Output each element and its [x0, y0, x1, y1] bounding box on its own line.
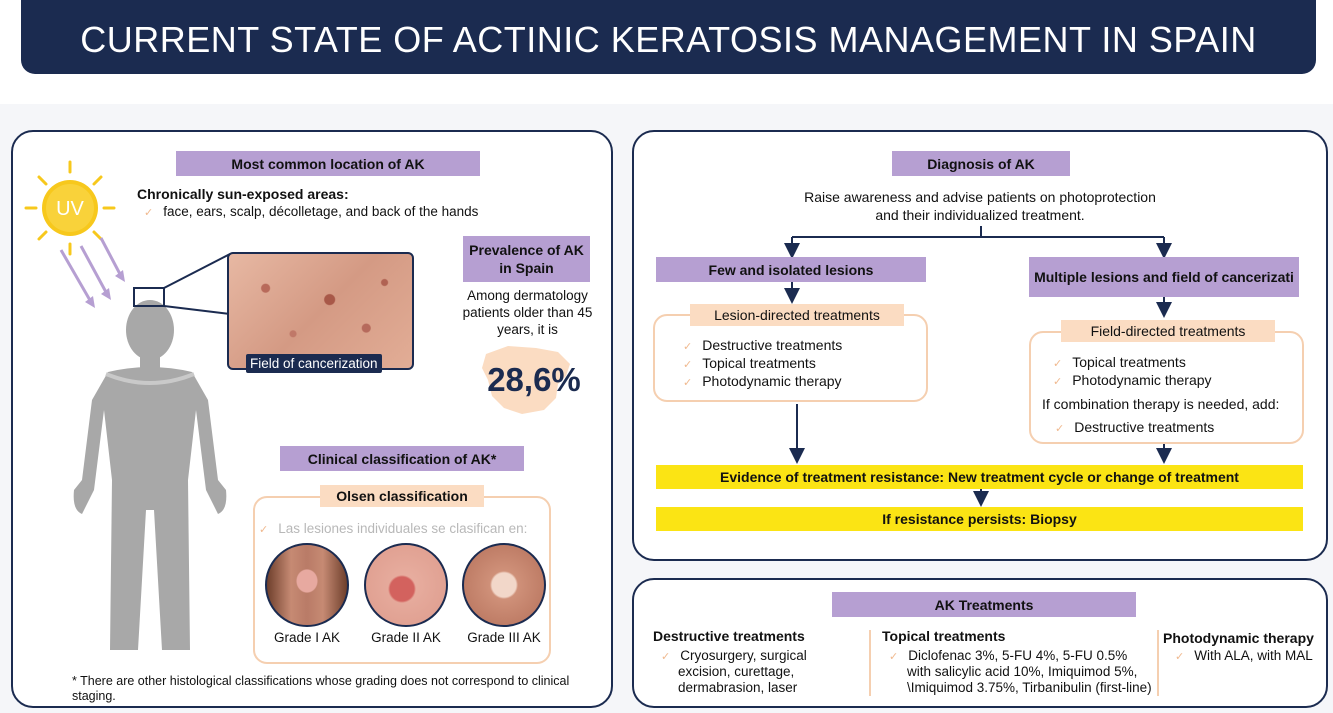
- classification-header-text: Clinical classification of AK*: [307, 450, 497, 467]
- few-item-3: ✓ Photodynamic therapy: [683, 372, 842, 392]
- diagnosis-intro-2: and their individualized treatment.: [875, 207, 1085, 223]
- topical-line-1: ✓ Diclofenac 3%, 5-FU 4%, 5-FU 0.5%: [889, 647, 1127, 666]
- flow-connectors: [784, 226, 1172, 507]
- field-directed-box: [1029, 331, 1304, 444]
- check-icon: ✓: [1055, 423, 1065, 435]
- destructive-line-2: excision, curettage,: [678, 664, 795, 679]
- divider-2: [1157, 630, 1159, 696]
- grade-1-photo: [265, 543, 349, 627]
- destructive-line-1-text: Cryosurgery, surgical: [680, 648, 807, 663]
- field-directed-label: Field-directed treatments: [1061, 320, 1275, 342]
- olsen-intro-text: Las lesiones individuales se clasifican …: [278, 521, 528, 536]
- multiple-lesions-header-text: Multiple lesions and field of cancerizat…: [1034, 269, 1294, 285]
- location-header-text: Most common location of AK: [231, 155, 425, 172]
- diagnosis-header: Diagnosis of AK: [892, 151, 1070, 176]
- grade-2-photo: [364, 543, 448, 627]
- check-icon: ✓: [1053, 376, 1063, 388]
- topical-title: Topical treatments: [882, 628, 1006, 644]
- human-body-icon: [73, 300, 227, 650]
- lesion-directed-label: Lesion-directed treatments: [690, 304, 904, 326]
- field-of-cancerization-photo: [227, 252, 414, 370]
- grade-1-label: Grade I AK: [273, 630, 341, 645]
- page-title: CURRENT STATE OF ACTINIC KERATOSIS MANAG…: [80, 19, 1257, 60]
- uv-rays-icon: [59, 237, 125, 308]
- photo-caption-text: Field of cancerization: [250, 356, 378, 371]
- check-icon: ✓: [144, 207, 154, 219]
- grade-2-label: Grade II AK: [371, 630, 441, 645]
- check-icon: ✓: [259, 524, 269, 536]
- biopsy-bar: If resistance persists: Biopsy: [656, 507, 1303, 531]
- olsen-intro: ✓ Las lesiones individuales se clasifican…: [259, 520, 527, 539]
- pdt-line-1-text: With ALA, with MAL: [1194, 648, 1313, 663]
- few-item-2: ✓ Topical treatments: [683, 354, 816, 374]
- prevalence-header: Prevalence of AK in Spain: [463, 236, 590, 282]
- check-icon: ✓: [1053, 358, 1063, 370]
- destructive-title: Destructive treatments: [653, 628, 805, 644]
- zoom-connector: [133, 253, 231, 315]
- multiple-item-2-text: Photodynamic therapy: [1072, 372, 1212, 388]
- resistance-bar: Evidence of treatment resistance: New tr…: [656, 465, 1303, 489]
- classification-header: Clinical classification of AK*: [280, 446, 524, 471]
- prevalence-header-text: Prevalence of AK in Spain: [469, 242, 584, 276]
- destructive-line-1: ✓ Cryosurgery, surgical: [661, 647, 807, 666]
- check-icon: ✓: [683, 377, 693, 389]
- check-icon: ✓: [889, 651, 899, 663]
- location-header: Most common location of AK: [176, 151, 480, 176]
- pdt-line-1: ✓ With ALA, with MAL: [1175, 647, 1313, 666]
- few-lesions-header-text: Few and isolated lesions: [708, 261, 874, 278]
- multiple-combo-text: If combination therapy is needed, add:: [1042, 396, 1280, 412]
- few-item-3-text: Photodynamic therapy: [702, 373, 842, 389]
- location-item-text: face, ears, scalp, décolletage, and back…: [163, 204, 479, 219]
- topical-line-3: \Imiquimod 3.75%, Tirbanibulin (first-li…: [907, 680, 1152, 695]
- multiple-combo-item: ✓ Destructive treatments: [1055, 418, 1214, 438]
- prevalence-text: Among dermatology patients older than 45…: [462, 288, 593, 337]
- title-banner: CURRENT STATE OF ACTINIC KERATOSIS MANAG…: [21, 0, 1316, 74]
- footnote: * There are other histological classific…: [72, 674, 570, 703]
- treatments-header-text: AK Treatments: [934, 596, 1034, 613]
- prevalence-value: 28,6%: [487, 361, 581, 398]
- topical-line-2: with salicylic acid 10%, Imiquimod 5%,: [907, 664, 1138, 679]
- multiple-combo-item-text: Destructive treatments: [1074, 419, 1215, 435]
- topical-line-1-text: Diclofenac 3%, 5-FU 4%, 5-FU 0.5%: [908, 648, 1128, 663]
- diagnosis-header-text: Diagnosis of AK: [927, 155, 1035, 172]
- uv-sun-icon: UV: [24, 160, 116, 256]
- divider-1: [869, 630, 871, 696]
- location-subtitle: Chronically sun-exposed areas:: [137, 186, 349, 202]
- diagnosis-intro-1: Raise awareness and advise patients on p…: [804, 189, 1156, 205]
- treatments-header: AK Treatments: [832, 592, 1136, 617]
- few-item-1-text: Destructive treatments: [702, 337, 843, 353]
- multiple-item-1-text: Topical treatments: [1072, 354, 1186, 370]
- check-icon: ✓: [683, 341, 693, 353]
- olsen-label: Olsen classification: [320, 485, 484, 507]
- multiple-lesions-header: Multiple lesions and field of cancerizat…: [1029, 257, 1299, 297]
- multiple-item-1: ✓ Topical treatments: [1053, 353, 1186, 373]
- grade-3-photo: [462, 543, 546, 627]
- grade-3-label: Grade III AK: [467, 630, 541, 645]
- check-icon: ✓: [1175, 651, 1185, 663]
- uv-label: UV: [56, 198, 84, 220]
- location-item: ✓ face, ears, scalp, décolletage, and bac…: [144, 203, 478, 222]
- multiple-item-2: ✓ Photodynamic therapy: [1053, 371, 1212, 391]
- check-icon: ✓: [661, 651, 671, 663]
- destructive-line-3: dermabrasion, laser: [678, 680, 798, 695]
- pdt-title: Photodynamic therapy: [1163, 630, 1314, 646]
- few-item-2-text: Topical treatments: [702, 355, 816, 371]
- check-icon: ✓: [683, 359, 693, 371]
- spain-map-icon: [482, 346, 570, 414]
- few-item-1: ✓ Destructive treatments: [683, 336, 842, 356]
- few-lesions-header: Few and isolated lesions: [656, 257, 926, 282]
- photo-caption: Field of cancerization: [246, 354, 382, 373]
